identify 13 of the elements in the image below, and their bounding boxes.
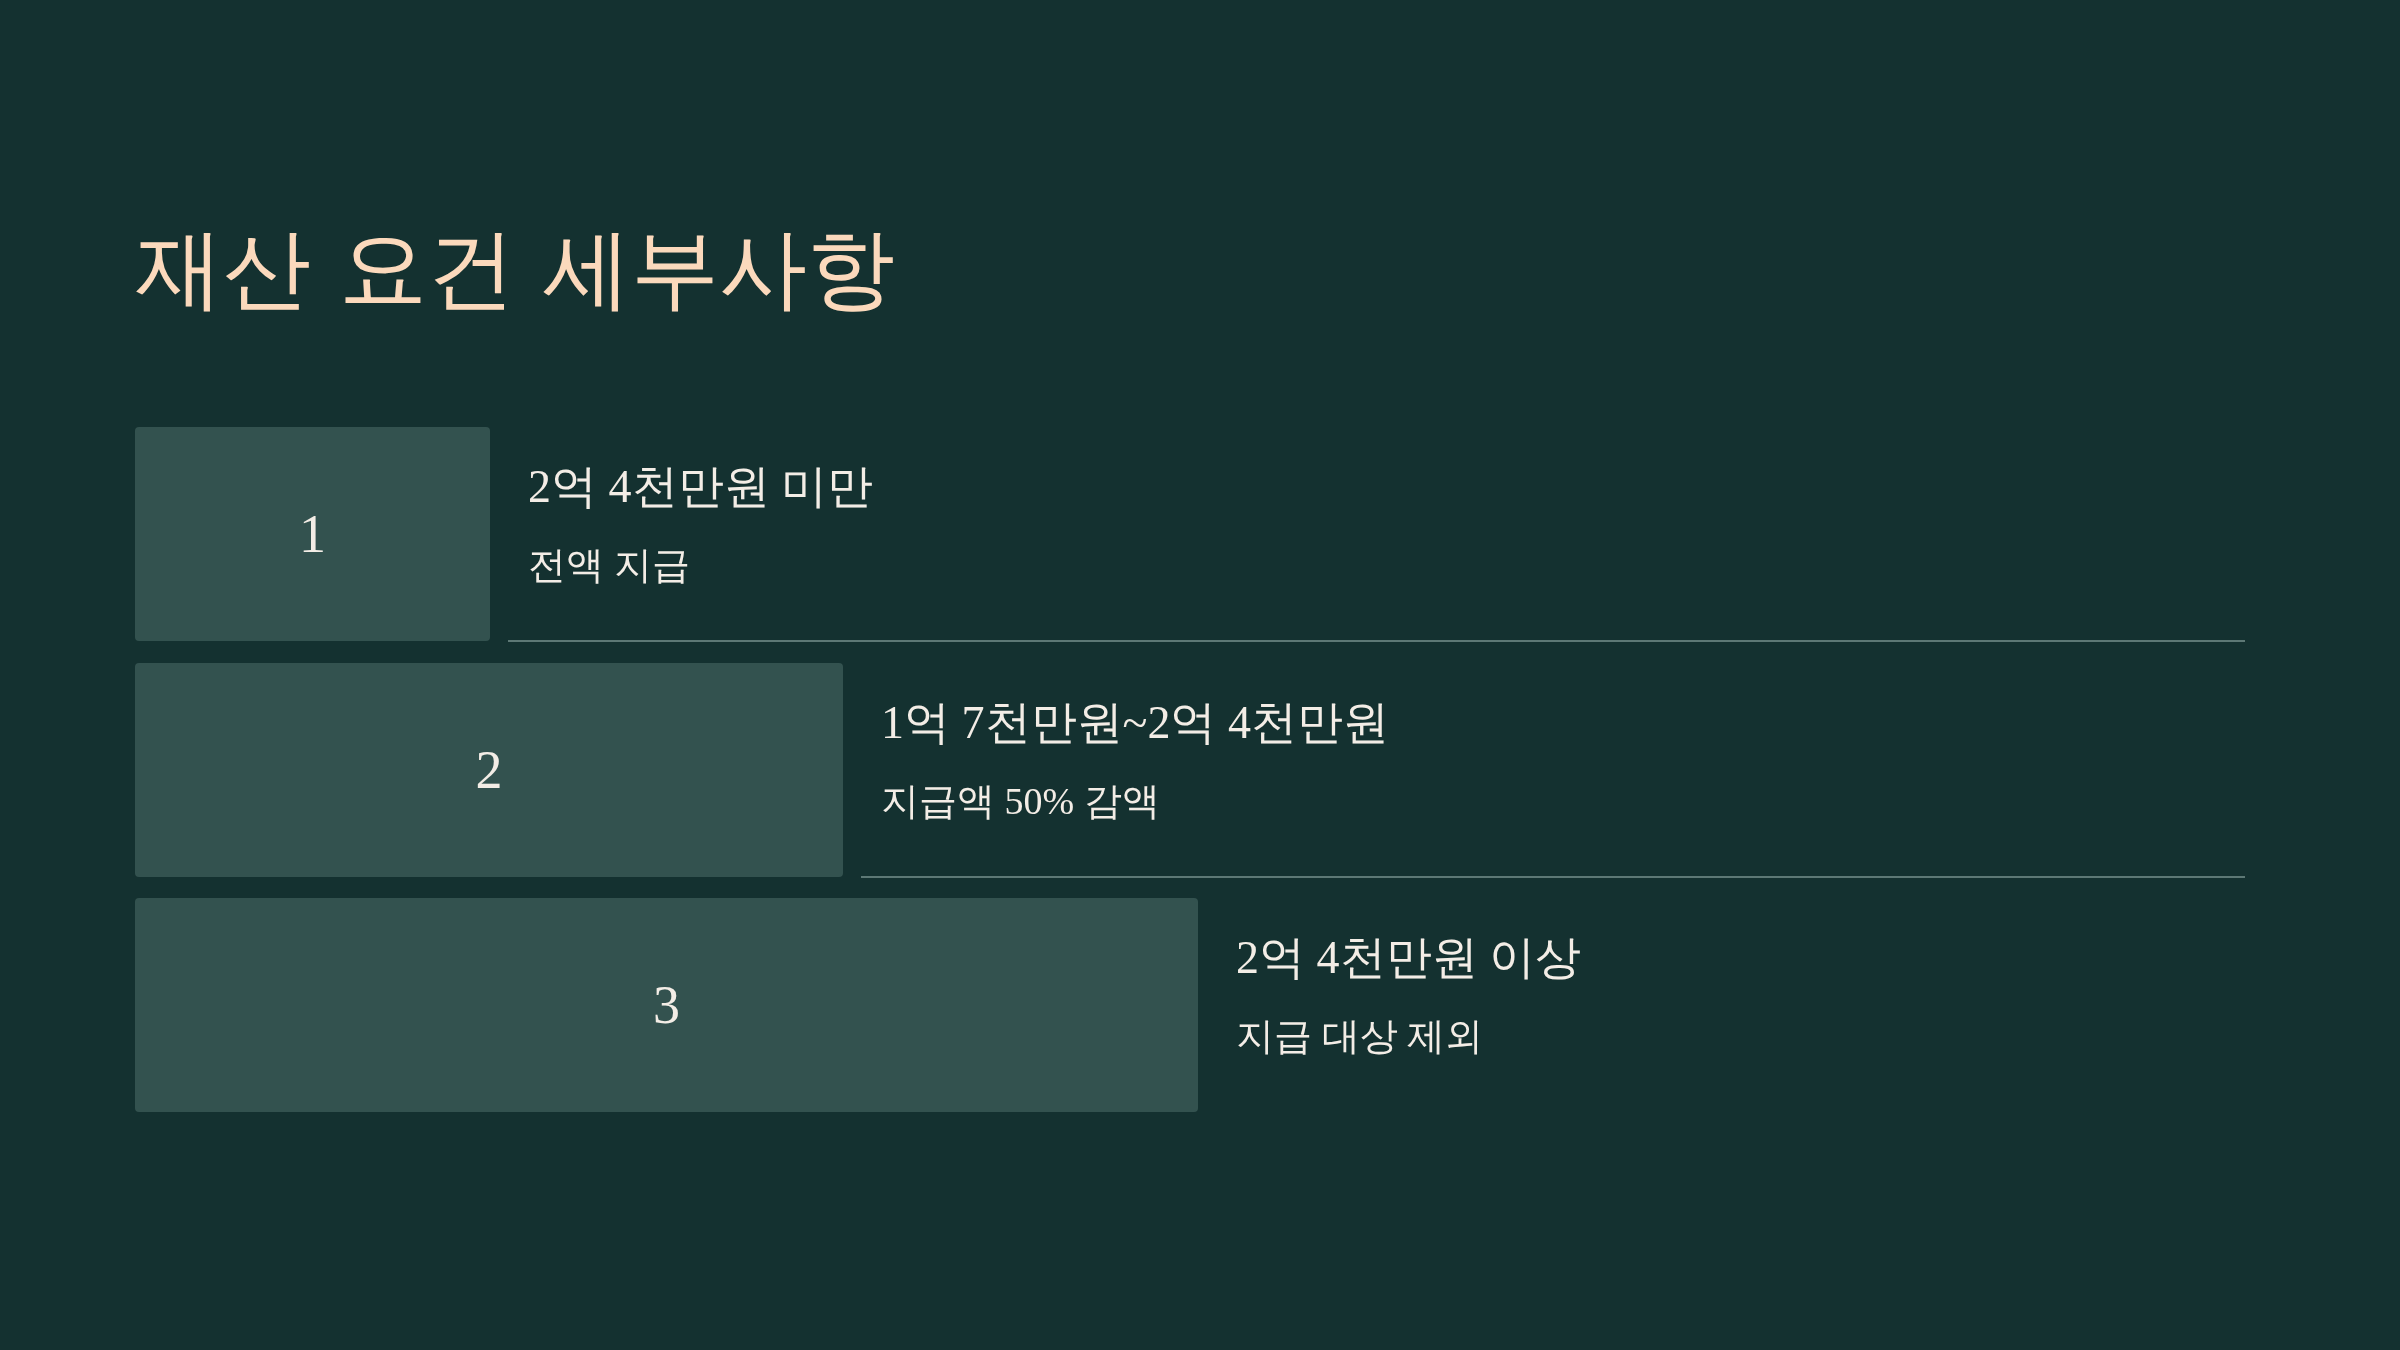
row-heading: 2억 4천만원 이상 <box>1236 931 1581 985</box>
slide-title: 재산 요건 세부사항 <box>135 216 895 322</box>
row-description: 지급 대상 제외 <box>1236 1014 1483 1059</box>
step-bar <box>135 427 490 641</box>
row-heading: 1억 7천만원~2억 4천만원 <box>881 696 1389 750</box>
step-bar <box>135 898 1198 1112</box>
step-number: 2 <box>475 738 503 802</box>
step-number: 3 <box>653 973 680 1037</box>
step-number: 1 <box>299 502 326 566</box>
step-bar <box>135 663 843 877</box>
row-description: 지급액 50% 감액 <box>881 779 1160 824</box>
row-heading: 2억 4천만원 미만 <box>528 460 873 514</box>
row-description: 전액 지급 <box>528 543 690 588</box>
